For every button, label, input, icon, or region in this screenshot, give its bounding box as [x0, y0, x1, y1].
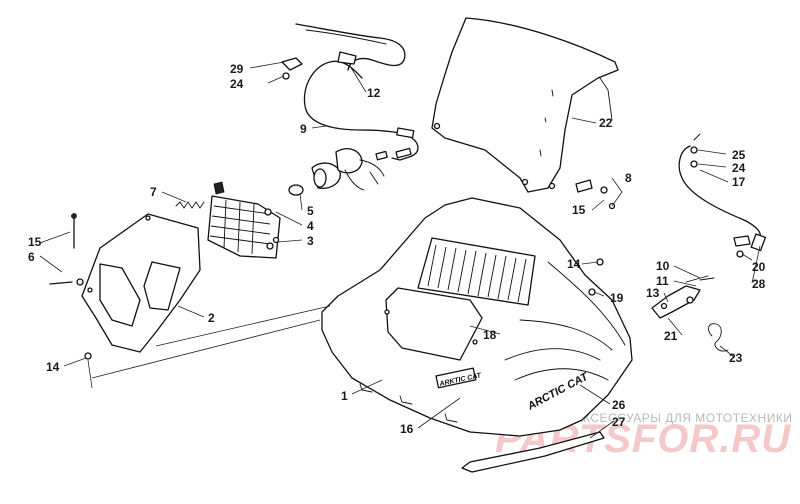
bulb-socket [288, 148, 385, 196]
headlight-lens-grid [209, 199, 271, 255]
callout-22: 22 [599, 116, 613, 130]
callout-15-left: 15 [28, 235, 42, 249]
callout-4: 4 [307, 219, 314, 233]
callout-28: 28 [752, 277, 766, 291]
callout-14-right: 14 [567, 257, 581, 271]
callout-20: 20 [752, 260, 766, 274]
hood: ARCTIC CAT ARKTIC CAT [321, 197, 633, 437]
callout-13: 13 [646, 286, 660, 300]
cable-assembly [678, 133, 767, 258]
callout-14-left: 14 [46, 360, 60, 374]
callout-23: 23 [729, 351, 743, 365]
callout-9: 9 [300, 122, 307, 136]
callout-2: 2 [208, 311, 215, 325]
callout-17: 17 [732, 175, 746, 189]
callout-24-left: 24 [230, 77, 244, 91]
callout-24-right: 24 [732, 161, 746, 175]
callout-19: 19 [610, 291, 624, 305]
fasteners [49, 179, 616, 360]
headlight-housing [81, 213, 201, 353]
callout-1: 1 [341, 389, 348, 403]
callout-11: 11 [656, 274, 669, 288]
headlight [207, 181, 281, 259]
callout-5: 5 [307, 204, 314, 218]
callout-18: 18 [483, 328, 497, 342]
callout-3: 3 [307, 234, 314, 248]
callout-16: 16 [400, 422, 414, 436]
callout-21: 21 [664, 329, 678, 343]
harness-nut [282, 72, 290, 80]
callout-25: 25 [732, 148, 746, 162]
callout-10: 10 [656, 259, 670, 273]
callout-6: 6 [28, 250, 35, 264]
leader-lines [39, 61, 761, 439]
callout-8: 8 [625, 171, 632, 185]
windshield [431, 17, 619, 193]
vent-slats [427, 244, 527, 303]
spring-clip [708, 323, 729, 352]
harness-clip [281, 57, 303, 71]
callout-15-right: 15 [572, 203, 586, 217]
callout-7: 7 [150, 185, 157, 199]
callout-labels: 1 2 3 4 5 6 7 8 9 10 11 12 13 14 14 15 1… [28, 62, 766, 436]
hood-strip [461, 431, 605, 473]
wiring-harness [295, 23, 419, 161]
callout-12: 12 [367, 86, 381, 100]
callout-27: 27 [612, 415, 626, 429]
hood-latch-linkage [651, 275, 715, 319]
callout-26: 26 [612, 398, 626, 412]
callout-29: 29 [230, 62, 244, 76]
headlight-spring [175, 201, 205, 209]
